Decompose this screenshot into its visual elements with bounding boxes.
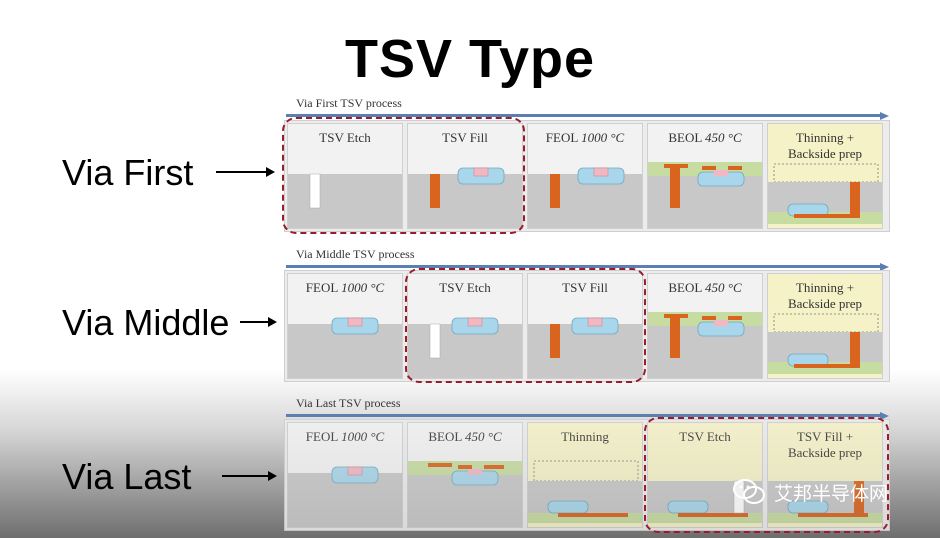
row-label-via-first: Via First <box>62 152 194 193</box>
panel-tsv-fill-backside: TSV Fill +Backside prep <box>767 422 883 528</box>
panel-feol: FEOL 1000 °C <box>287 422 403 528</box>
panel-feol: FEOL 1000 °C <box>527 123 643 229</box>
tsv-etch-illustration <box>408 317 522 378</box>
panel-thinning-backside: Thinning +Backside prep <box>767 273 883 379</box>
arrow-via-first <box>216 171 266 173</box>
beol-illustration <box>648 312 762 378</box>
feol-illustration <box>288 466 402 527</box>
page-title: TSV Type <box>344 29 596 89</box>
panel-tsv-etch: TSV Etch <box>407 273 523 379</box>
arrow-head-via-last <box>268 471 277 481</box>
panel-tsv-fill: TSV Fill <box>527 273 643 379</box>
beol-illustration <box>408 461 522 527</box>
arrow-via-last <box>222 475 268 477</box>
arrow-via-middle <box>240 321 268 323</box>
tsv-etch-illustration <box>288 173 402 228</box>
panel-beol: BEOL 450 °C <box>647 123 763 229</box>
beol-illustration <box>648 162 762 228</box>
tsv-fill-illustration <box>528 317 642 378</box>
feol-illustration <box>288 317 402 378</box>
panel-beol: BEOL 450 °C <box>407 422 523 528</box>
panel-thinning: Thinning <box>527 422 643 528</box>
highlight-via-first <box>282 117 525 234</box>
row-label-via-middle: Via Middle <box>62 302 230 343</box>
panel-beol: BEOL 450 °C <box>647 273 763 379</box>
process-label-via-first: Via First TSV process <box>296 96 402 110</box>
timeline-head-via-first <box>880 112 889 120</box>
thinning-illustration <box>768 313 882 374</box>
panel-strip-via-last: FEOL 1000 °C BEOL 450 °C Thinning T <box>284 419 890 531</box>
panel-tsv-etch: TSV Etch <box>287 123 403 229</box>
thinning-illustration <box>528 460 642 523</box>
wechat-icon <box>733 479 765 504</box>
highlight-via-middle <box>405 268 646 383</box>
panel-tsv-fill: TSV Fill <box>407 123 523 229</box>
panel-thinning-backside: Thinning +Backside prep <box>767 123 883 229</box>
watermark: 艾邦半导体网 <box>732 478 888 506</box>
timeline-via-first <box>286 114 880 117</box>
timeline-via-last <box>286 414 880 417</box>
tsv-fill-illustration <box>768 481 882 523</box>
row-label-via-last: Via Last <box>62 456 192 497</box>
panel-tsv-etch: TSV Etch <box>647 422 763 528</box>
arrow-head-via-first <box>266 167 275 177</box>
process-label-via-middle: Via Middle TSV process <box>296 247 415 261</box>
panel-strip-via-first: TSV Etch TSV Fill FEOL 1000 °C BEOL 450 … <box>284 120 890 232</box>
timeline-via-middle <box>286 265 880 268</box>
watermark-text: 艾邦半导体网 <box>774 482 889 505</box>
timeline-head-via-middle <box>880 263 889 271</box>
feol-illustration <box>528 167 642 228</box>
highlight-via-last <box>644 417 889 533</box>
tsv-fill-illustration <box>408 167 522 228</box>
arrow-head-via-middle <box>268 317 277 327</box>
panel-feol: FEOL 1000 °C <box>287 273 403 379</box>
thinning-illustration <box>768 163 882 224</box>
timeline-head-via-last <box>880 412 889 420</box>
process-label-via-last: Via Last TSV process <box>296 396 401 410</box>
